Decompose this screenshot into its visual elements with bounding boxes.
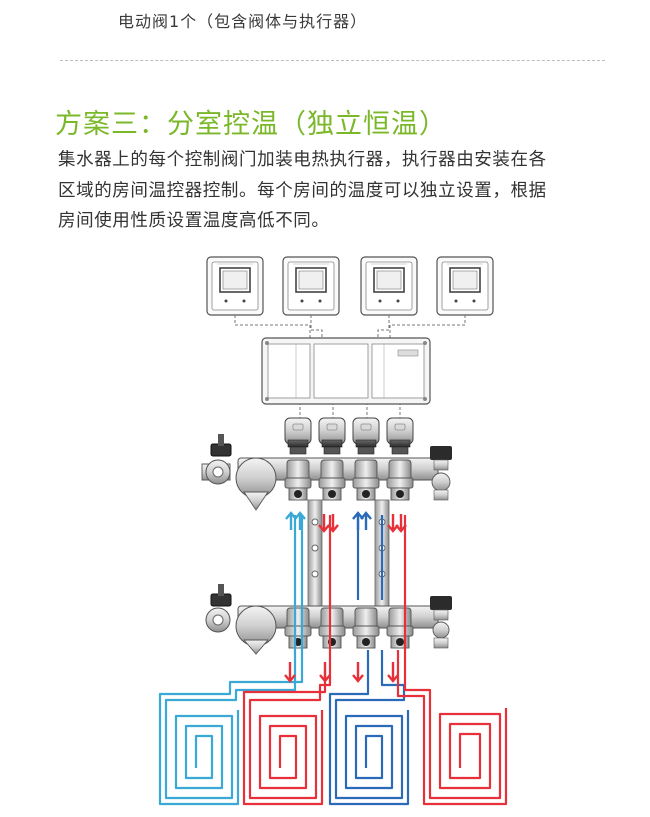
room-thermostats bbox=[206, 256, 494, 316]
section-description: 集水器上的每个控制阀门加装电热执行器，执行器由安装在各 区域的房间温控器控制。每… bbox=[58, 145, 618, 237]
heating-loops bbox=[158, 515, 508, 806]
riser-pipes bbox=[307, 499, 390, 609]
electric-actuator bbox=[284, 417, 312, 455]
section-title: 方案三：分室控温（独立恒温） bbox=[55, 109, 447, 140]
wiring-center-box bbox=[261, 337, 431, 405]
previous-item-line: 电动阀1个（包含阀体与执行器） bbox=[118, 12, 368, 31]
electric-actuators bbox=[284, 417, 414, 455]
control-wiring bbox=[234, 315, 466, 418]
electric-actuator bbox=[318, 417, 346, 455]
description-line: 集水器上的每个控制阀门加装电热执行器，执行器由安装在各 bbox=[58, 150, 547, 170]
room-thermostat bbox=[282, 256, 340, 316]
room-thermostat bbox=[436, 256, 494, 316]
description-line: 房间使用性质设置温度高低不同。 bbox=[58, 211, 330, 231]
return-manifold bbox=[201, 434, 452, 511]
description-line: 区域的房间温控器控制。每个房间的温度可以独立设置，根据 bbox=[58, 180, 547, 201]
electric-actuator bbox=[386, 417, 414, 455]
section-divider bbox=[60, 60, 605, 61]
room-thermostat bbox=[206, 256, 264, 316]
supply-manifold bbox=[205, 584, 452, 655]
electric-actuator bbox=[352, 417, 380, 455]
flow-arrows bbox=[284, 511, 407, 683]
room-thermostat bbox=[360, 256, 418, 316]
